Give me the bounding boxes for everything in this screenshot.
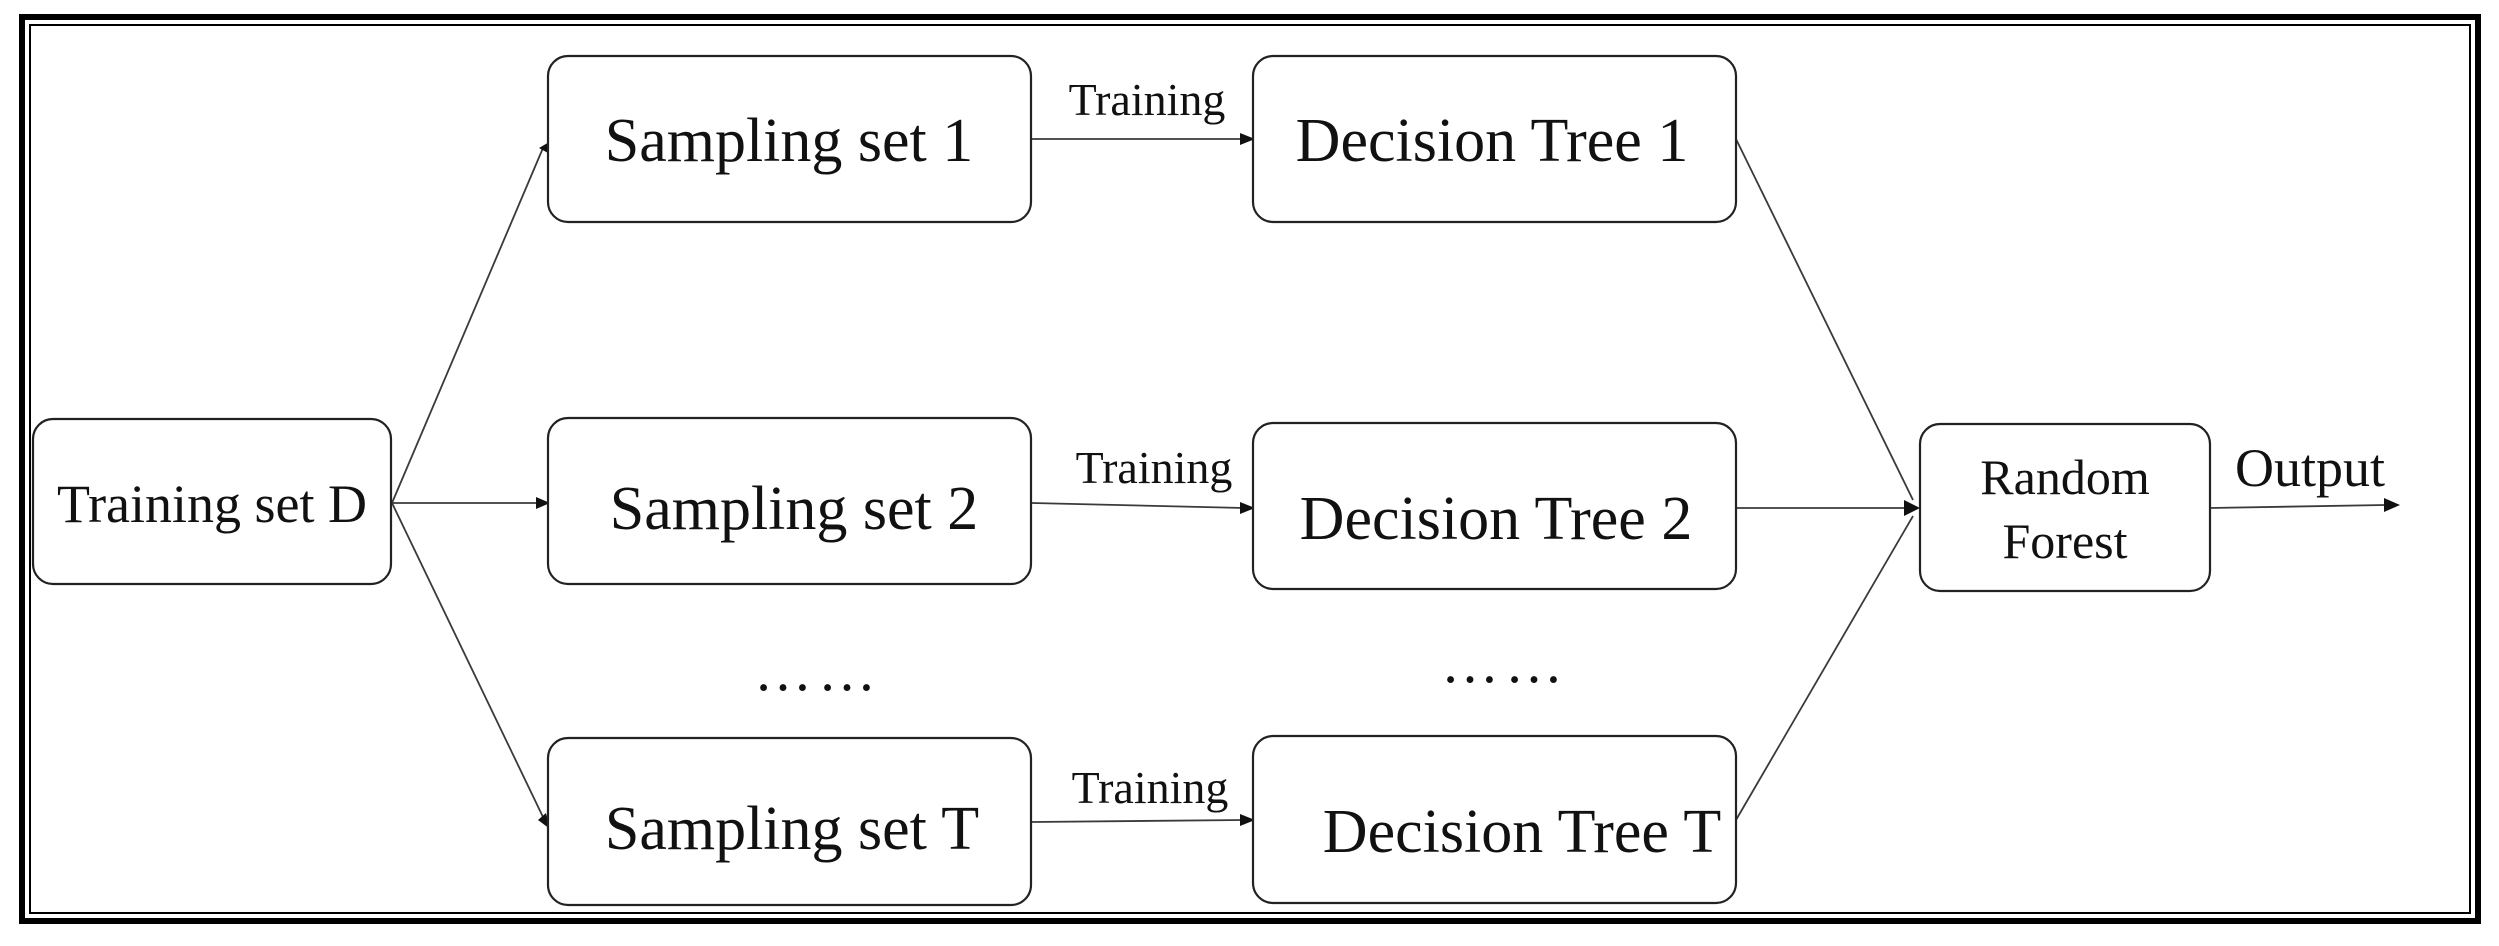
sampling-1-label: Sampling set 1 — [605, 107, 974, 175]
node-random-forest: Random Forest — [1918, 422, 2212, 593]
sampling-2-label: Sampling set 2 — [610, 475, 979, 543]
arrowhead-forest — [1904, 500, 1920, 516]
arrowhead-tree-1 — [1240, 133, 1255, 145]
node-sampling-1: Sampling set 1 — [546, 54, 1033, 224]
sampling-2-box — [546, 416, 1033, 586]
trees-ellipsis: …… — [1441, 630, 1569, 695]
tree-1-label: Decision Tree 1 — [1296, 107, 1689, 175]
sampling-t-box — [546, 736, 1033, 907]
sampling-t-label: Sampling set T — [605, 795, 979, 863]
training-label-t: Training — [1072, 762, 1229, 813]
training-label-1: Training — [1069, 74, 1226, 125]
edges-sampling-to-trees — [1031, 133, 1255, 826]
node-tree-2: Decision Tree 2 — [1251, 421, 1738, 591]
node-tree-1: Decision Tree 1 — [1251, 54, 1738, 224]
node-sampling-2: Sampling set 2 — [546, 416, 1033, 586]
node-sampling-t: Sampling set T — [546, 736, 1033, 907]
training-set-label: Training set D — [57, 474, 367, 534]
random-forest-label-line1: Random — [1980, 449, 2150, 505]
edge-d-to-sampling-t — [391, 502, 544, 818]
edge-tree-1-to-forest — [1735, 138, 1914, 501]
tree-t-box — [1251, 734, 1738, 905]
node-tree-t: Decision Tree T — [1251, 734, 1738, 905]
training-set-box — [31, 417, 393, 586]
tree-1-box — [1251, 54, 1738, 224]
arrowhead-tree-t — [1240, 814, 1255, 826]
sampling-1-box — [546, 54, 1033, 224]
edge-tree-t-to-forest — [1735, 515, 1914, 821]
arrowhead-tree-2 — [1240, 502, 1255, 514]
output-label: Output — [2235, 438, 2385, 498]
edges-training-to-sampling — [391, 141, 551, 829]
random-forest-label-line2: Forest — [2003, 513, 2128, 569]
edges-trees-to-forest — [1735, 138, 1920, 821]
tree-2-label: Decision Tree 2 — [1300, 485, 1693, 553]
random-forest-box — [1918, 422, 2212, 593]
edge-d-to-sampling-1 — [391, 147, 544, 504]
tree-2-box — [1251, 421, 1738, 591]
edge-sampling-2-to-tree-2 — [1031, 502, 1245, 509]
edge-output — [2209, 498, 2400, 512]
tree-t-label: Decision Tree T — [1323, 798, 1721, 866]
outer-frame — [19, 14, 2481, 924]
node-training-set: Training set D — [31, 417, 393, 586]
inner-frame — [29, 24, 2471, 914]
arrowhead-sampling-2 — [536, 497, 550, 509]
edge-forest-to-output — [2209, 504, 2386, 509]
arrowhead-output — [2384, 498, 2400, 512]
sampling-ellipsis: …… — [754, 638, 882, 703]
edge-sampling-t-to-tree-t — [1031, 819, 1245, 823]
training-label-2: Training — [1076, 442, 1233, 493]
